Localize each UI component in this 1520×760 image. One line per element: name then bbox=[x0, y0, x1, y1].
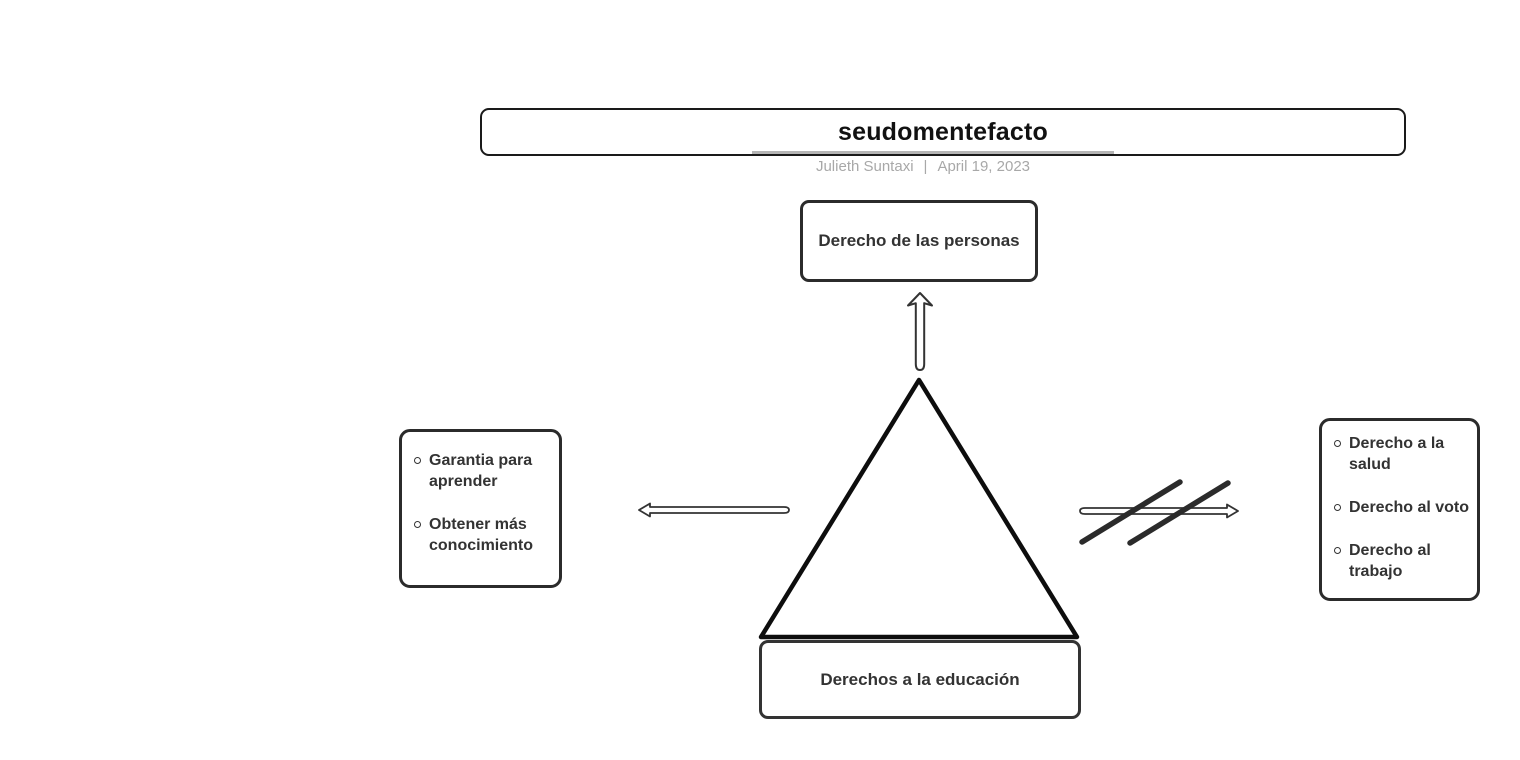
negation-slash bbox=[1127, 480, 1231, 546]
node-right-list: Derecho a la salud Derecho al voto Derec… bbox=[1319, 418, 1480, 601]
list-item-label: Derecho a la salud bbox=[1349, 435, 1445, 473]
bullet-icon bbox=[414, 457, 421, 464]
left-bullet-list: Garantia para aprender Obtener más conoc… bbox=[414, 450, 551, 556]
node-label: Derechos a la educación bbox=[820, 669, 1020, 689]
title-box: seudomentefacto bbox=[480, 108, 1406, 156]
title-underline bbox=[752, 151, 1114, 154]
up-arrow-icon bbox=[907, 292, 933, 371]
list-item: Derecho al trabajo bbox=[1334, 540, 1471, 582]
list-item-label: Obtener más conocimiento bbox=[429, 516, 534, 554]
left-arrow-icon bbox=[638, 502, 790, 518]
crossed-right-arrow-icon bbox=[1079, 479, 1239, 546]
page-title: seudomentefacto bbox=[838, 117, 1048, 146]
list-item-label: Derecho al voto bbox=[1349, 499, 1470, 516]
list-item: Garantia para aprender bbox=[414, 450, 551, 492]
bullet-icon bbox=[1334, 504, 1341, 511]
node-derechos-educacion: Derechos a la educación bbox=[759, 640, 1081, 719]
byline: Julieth Suntaxi | April 19, 2023 bbox=[423, 158, 1423, 175]
list-item: Derecho al voto bbox=[1334, 497, 1471, 518]
node-label: Derecho de las personas bbox=[818, 231, 1020, 250]
list-item: Obtener más conocimiento bbox=[414, 514, 551, 556]
negation-slash bbox=[1079, 479, 1183, 545]
node-left-list: Garantia para aprender Obtener más conoc… bbox=[399, 429, 562, 588]
list-item-label: Garantia para aprender bbox=[429, 452, 533, 490]
date-text: April 19, 2023 bbox=[937, 158, 1031, 175]
list-item-label: Derecho al trabajo bbox=[1349, 542, 1431, 580]
bullet-icon bbox=[1334, 547, 1341, 554]
list-item: Derecho a la salud bbox=[1334, 433, 1471, 475]
node-derecho-personas: Derecho de las personas bbox=[800, 200, 1038, 282]
bullet-icon bbox=[1334, 440, 1341, 447]
pyramid-triangle bbox=[758, 377, 1080, 640]
author-text: Julieth Suntaxi bbox=[815, 158, 914, 175]
bullet-icon bbox=[414, 521, 421, 528]
byline-separator: | bbox=[923, 158, 928, 175]
right-bullet-list: Derecho a la salud Derecho al voto Derec… bbox=[1334, 433, 1471, 582]
